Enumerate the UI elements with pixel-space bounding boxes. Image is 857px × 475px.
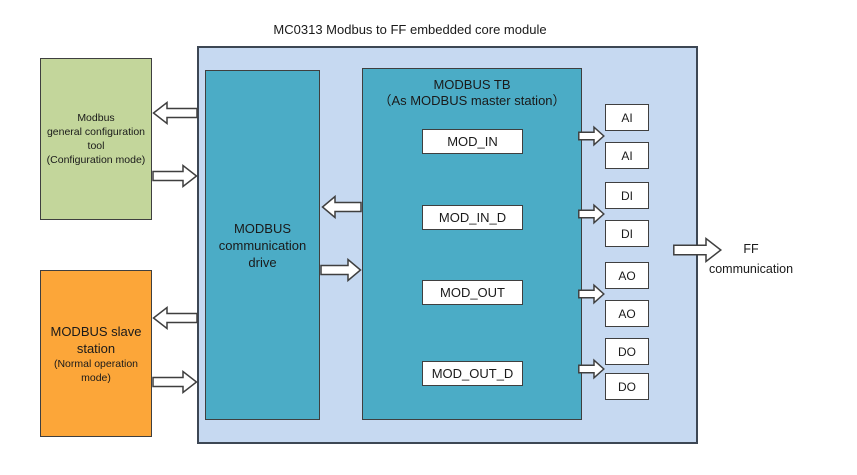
io-block-ao-2: AO <box>605 300 649 327</box>
config-tool-line4: (Configuration mode) <box>46 154 146 166</box>
slave-station-line4: mode) <box>81 371 111 384</box>
arrow-tb-to-di <box>578 203 605 225</box>
arrow-tb-to-ao <box>578 283 605 305</box>
slave-station-line1: MODBUS slave <box>50 323 142 339</box>
arrow-tb-to-do <box>578 358 605 380</box>
io-block-ai-1: AI <box>605 104 649 131</box>
modbus-tb-block: MODBUS TB （As MODBUS master station） MOD… <box>362 68 582 420</box>
ff-label-line1: FF <box>743 242 759 256</box>
comm-drive-line1: MODBUS <box>233 220 292 236</box>
arrow-tb-to-ai <box>578 125 605 147</box>
arrow-module-to-slave-station <box>152 305 198 331</box>
slave-station-line3: (Normal operation <box>53 357 139 370</box>
io-block-ao-1: AO <box>605 262 649 289</box>
config-tool-block: Modbus general configuration tool (Confi… <box>40 58 152 220</box>
modbus-tb-subtitle: （As MODBUS master station） <box>378 93 566 108</box>
io-block-di-2: DI <box>605 220 649 247</box>
arrow-config-tool-to-module <box>152 163 198 189</box>
function-block-mod-in-d: MOD_IN_D <box>422 205 523 230</box>
io-block-do-2: DO <box>605 373 649 400</box>
comm-drive-block: MODBUS communication drive <box>205 70 320 420</box>
slave-station-line2: station <box>76 340 116 356</box>
diagram-title: MC0313 Modbus to FF embedded core module <box>273 22 547 37</box>
function-block-mod-in: MOD_IN <box>422 129 523 154</box>
slave-station-block: MODBUS slave station (Normal operation m… <box>40 270 152 437</box>
arrow-drive-to-tb <box>320 257 362 283</box>
comm-drive-line2: communication <box>218 237 307 253</box>
config-tool-line3: tool <box>87 140 105 152</box>
arrow-module-to-ff <box>673 236 723 264</box>
ff-communication-label: FF communication <box>701 239 801 279</box>
config-tool-line2: general configuration <box>46 126 146 138</box>
function-block-mod-out: MOD_OUT <box>422 280 523 305</box>
ff-label-line2: communication <box>708 262 794 276</box>
io-block-di-1: DI <box>605 182 649 209</box>
io-block-ai-2: AI <box>605 142 649 169</box>
arrow-slave-station-to-module <box>152 369 198 395</box>
modbus-tb-title: MODBUS TB <box>433 77 511 92</box>
arrow-tb-to-drive <box>321 194 362 220</box>
comm-drive-line3: drive <box>248 254 277 270</box>
arrow-module-to-config-tool <box>152 100 198 126</box>
io-block-do-1: DO <box>605 338 649 365</box>
function-block-mod-out-d: MOD_OUT_D <box>422 361 523 386</box>
config-tool-line1: Modbus <box>77 112 115 124</box>
